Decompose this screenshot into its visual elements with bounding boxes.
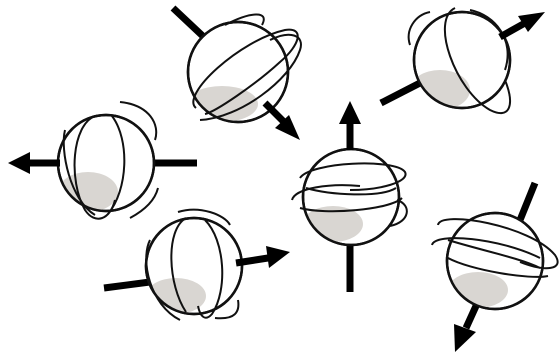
spin-axis — [104, 282, 150, 288]
spin-axis — [236, 258, 268, 263]
sphere-top-left — [173, 8, 301, 140]
axis-arrowhead — [518, 12, 545, 32]
spin-axis — [173, 8, 207, 40]
sphere-middle-left — [8, 102, 197, 219]
axis-arrowhead — [8, 152, 30, 174]
sphere-bottom-right — [432, 183, 558, 352]
spin-axis — [466, 306, 476, 328]
axis-arrowhead — [454, 324, 476, 352]
axis-arrowhead — [339, 101, 361, 124]
axis-arrowhead — [266, 246, 290, 268]
spin-axis — [500, 23, 525, 37]
spin-axis — [381, 83, 420, 103]
sphere-top-right — [381, 8, 545, 113]
sphere-bottom-left — [104, 210, 290, 320]
sphere-center — [292, 101, 407, 292]
